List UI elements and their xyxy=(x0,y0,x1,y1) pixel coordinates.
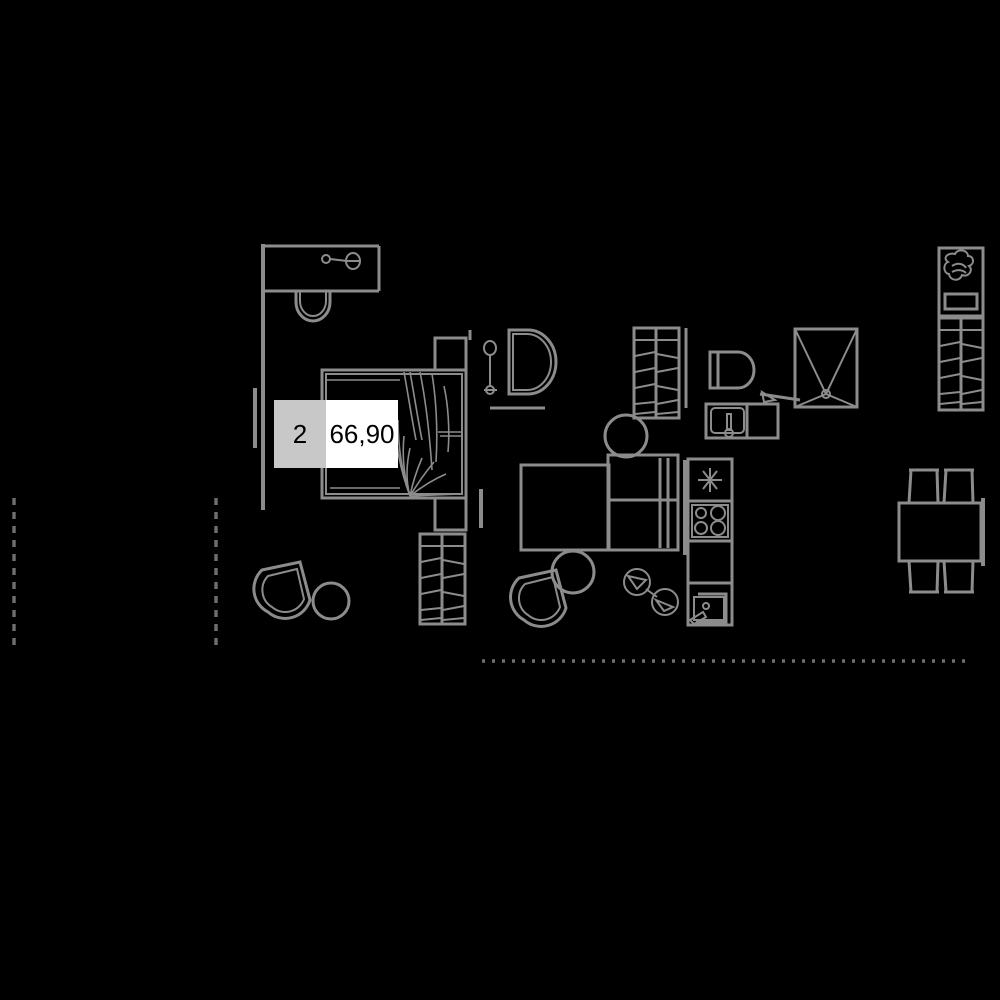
bathroom-walls xyxy=(261,244,381,510)
wall-opening-marks xyxy=(253,388,687,555)
toilet-bathroom xyxy=(294,291,332,323)
room-number-badge: 2 xyxy=(274,400,326,468)
bathroom-faucet-icon xyxy=(321,252,361,270)
armchair-lower xyxy=(509,568,568,628)
wc-wall xyxy=(706,389,801,440)
coffee-table xyxy=(519,463,611,552)
kitchen-sink xyxy=(688,592,728,626)
room-area-value: 66,90 xyxy=(326,400,398,468)
floor-lamp xyxy=(623,568,679,616)
round-table-upper xyxy=(603,413,649,459)
bookshelf-right xyxy=(937,316,985,412)
room-area-label[interactable]: 2 66,90 xyxy=(274,400,398,468)
planter-shelf xyxy=(937,246,985,318)
shower-tray xyxy=(793,327,859,409)
dining-chair-4 xyxy=(942,560,975,594)
vanity-sink xyxy=(704,402,780,440)
bedroom-wall-lamp-icon xyxy=(483,340,497,395)
cooker-hood-icon xyxy=(698,468,722,492)
toilet-wc xyxy=(708,350,756,390)
dining-chair-2 xyxy=(942,468,975,504)
armchair-left xyxy=(252,560,312,620)
dining-table xyxy=(897,498,985,566)
bedroom-partition-wall xyxy=(468,330,545,410)
dining-chair-3 xyxy=(907,560,940,594)
bookshelf-left xyxy=(418,532,467,626)
stove-four-burner xyxy=(691,504,729,538)
dining-chair-1 xyxy=(907,468,940,504)
armchair-bedroom xyxy=(507,328,558,396)
kitchen-unit xyxy=(686,457,734,627)
bookshelf-center xyxy=(632,326,688,420)
side-table-left xyxy=(311,581,351,621)
